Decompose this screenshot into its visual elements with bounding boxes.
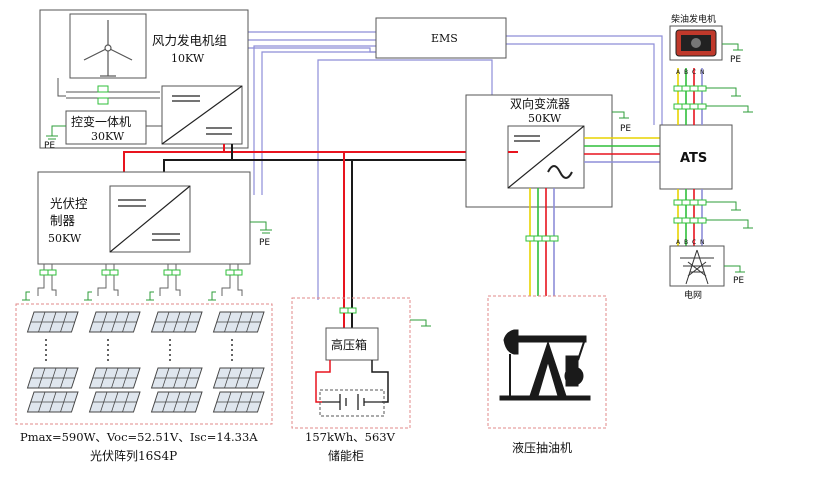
bidirectional-converter: 双向变流器 50KW PE (465, 94, 631, 208)
solar-panel-icon (88, 367, 141, 389)
pe-label: PE (733, 276, 744, 286)
grid-source: PE 电网 (669, 245, 745, 301)
pe-ground-wind (46, 125, 66, 140)
connector-wind (97, 85, 109, 105)
wind-turbine-unit: 风力发电机组 10KW 控变一体机 30KW P (39, 9, 249, 151)
solar-panel-icon (150, 391, 203, 413)
phase-labels-top: A B C N (676, 69, 705, 76)
solar-panel-icon (212, 391, 265, 413)
ctrl-inv-power: 30KW (91, 130, 125, 143)
pv-controller: 光伏控 制器 50KW PE (37, 171, 272, 265)
hydraulic-pump: 液压抽油机 (487, 295, 607, 455)
pv-ctrl-power: 50KW (48, 232, 82, 245)
pe-ground-storage (410, 319, 431, 327)
pe-ground-pv (250, 221, 272, 234)
ellipsis-dots (107, 339, 109, 361)
dcdc-converter-icon (109, 185, 191, 253)
wind-power: 10KW (171, 52, 205, 65)
solar-panel-icon (150, 311, 203, 333)
pump-connectors (525, 235, 559, 242)
pv-ctrl-line2: 制器 (50, 213, 76, 228)
pv-spec: Pmax=590W、Voc=52.51V、Isc=14.33A (20, 430, 258, 444)
grid-label: 电网 (684, 289, 702, 301)
ats-top-connectors (673, 85, 707, 110)
svg-text:A: A (676, 239, 681, 246)
solar-panel-icon (150, 367, 203, 389)
wind-turbine-icon (83, 20, 133, 77)
diesel-label: 柴油发电机 (671, 13, 716, 25)
ats-label: ATS (680, 151, 707, 166)
pe-label: PE (259, 238, 270, 248)
ems-comm-lines (248, 31, 663, 300)
pump-label: 液压抽油机 (512, 440, 572, 455)
pe-ground-grid (724, 265, 745, 273)
ats-bottom-grounds (706, 201, 753, 229)
storage-spec: 157kWh、563V (305, 430, 396, 444)
pv-string-wires (37, 264, 243, 296)
storage-cabinet: 高压箱 157kWh、563V 储能柜 (291, 297, 431, 463)
ems-label: EMS (431, 32, 458, 45)
svg-text:N: N (700, 239, 705, 246)
pe-label: PE (730, 55, 741, 65)
pv-ctrl-line1: 光伏控 (50, 196, 88, 211)
pcs-pump-bus (529, 188, 555, 296)
ats-top-grounds (706, 87, 753, 113)
ctrl-inv-label: 控变一体机 (71, 114, 131, 129)
solar-panel-icon (26, 367, 79, 389)
ats-bottom-connectors (673, 199, 707, 224)
diesel-generator-icon (675, 29, 717, 57)
dc-bus-lines (123, 144, 518, 308)
ats-box (659, 124, 733, 190)
hv-box-label: 高压箱 (331, 337, 367, 352)
pe-label: PE (44, 141, 55, 151)
pv-string-grounds (22, 291, 216, 301)
diesel-generator: 柴油发电机 PE (669, 13, 743, 65)
svg-text:B: B (684, 69, 688, 76)
pv-connectors (39, 269, 243, 276)
solar-panel-icon (88, 311, 141, 333)
svg-text:C: C (692, 69, 696, 76)
solar-panel-icon (212, 367, 265, 389)
solar-panel-icon (26, 391, 79, 413)
pumpjack-icon (499, 329, 591, 401)
svg-text:A: A (676, 69, 681, 76)
pv-array-frame (15, 303, 273, 425)
phase-labels-bottom: A B C N (676, 239, 705, 246)
wind-title: 风力发电机组 (152, 33, 227, 48)
pe-ground-diesel (722, 43, 743, 51)
pe-ground-pcs (612, 111, 629, 119)
solar-panel-icon (212, 311, 265, 333)
storage-label: 储能柜 (328, 448, 364, 463)
ellipsis-dots (231, 339, 233, 361)
battery-icon (322, 394, 382, 410)
pv-panels (26, 311, 265, 413)
storage-frame (291, 297, 411, 429)
pv-array-label: 光伏阵列16S4P (90, 449, 177, 463)
dcac-converter-icon (161, 85, 243, 145)
dcac-converter-icon (507, 125, 585, 189)
ellipsis-dots (169, 339, 171, 361)
ellipsis-dots (45, 339, 47, 361)
pcs-ats-bus (584, 137, 660, 163)
svg-text:B: B (684, 239, 688, 246)
solar-panel-icon (26, 311, 79, 333)
solar-panel-icon (88, 391, 141, 413)
storage-connectors (339, 307, 357, 314)
transmission-tower-icon (680, 249, 714, 285)
control-inverter-box (65, 110, 147, 145)
hv-box (325, 327, 379, 361)
svg-text:C: C (692, 239, 696, 246)
pcs-title: 双向变流器 (510, 96, 570, 111)
diesel-ats-bus (677, 68, 703, 125)
pcs-power: 50KW (528, 112, 562, 125)
ems-box (375, 17, 507, 59)
pe-label: PE (620, 124, 631, 134)
svg-text:N: N (700, 69, 705, 76)
battery-pack-frame (319, 389, 385, 417)
